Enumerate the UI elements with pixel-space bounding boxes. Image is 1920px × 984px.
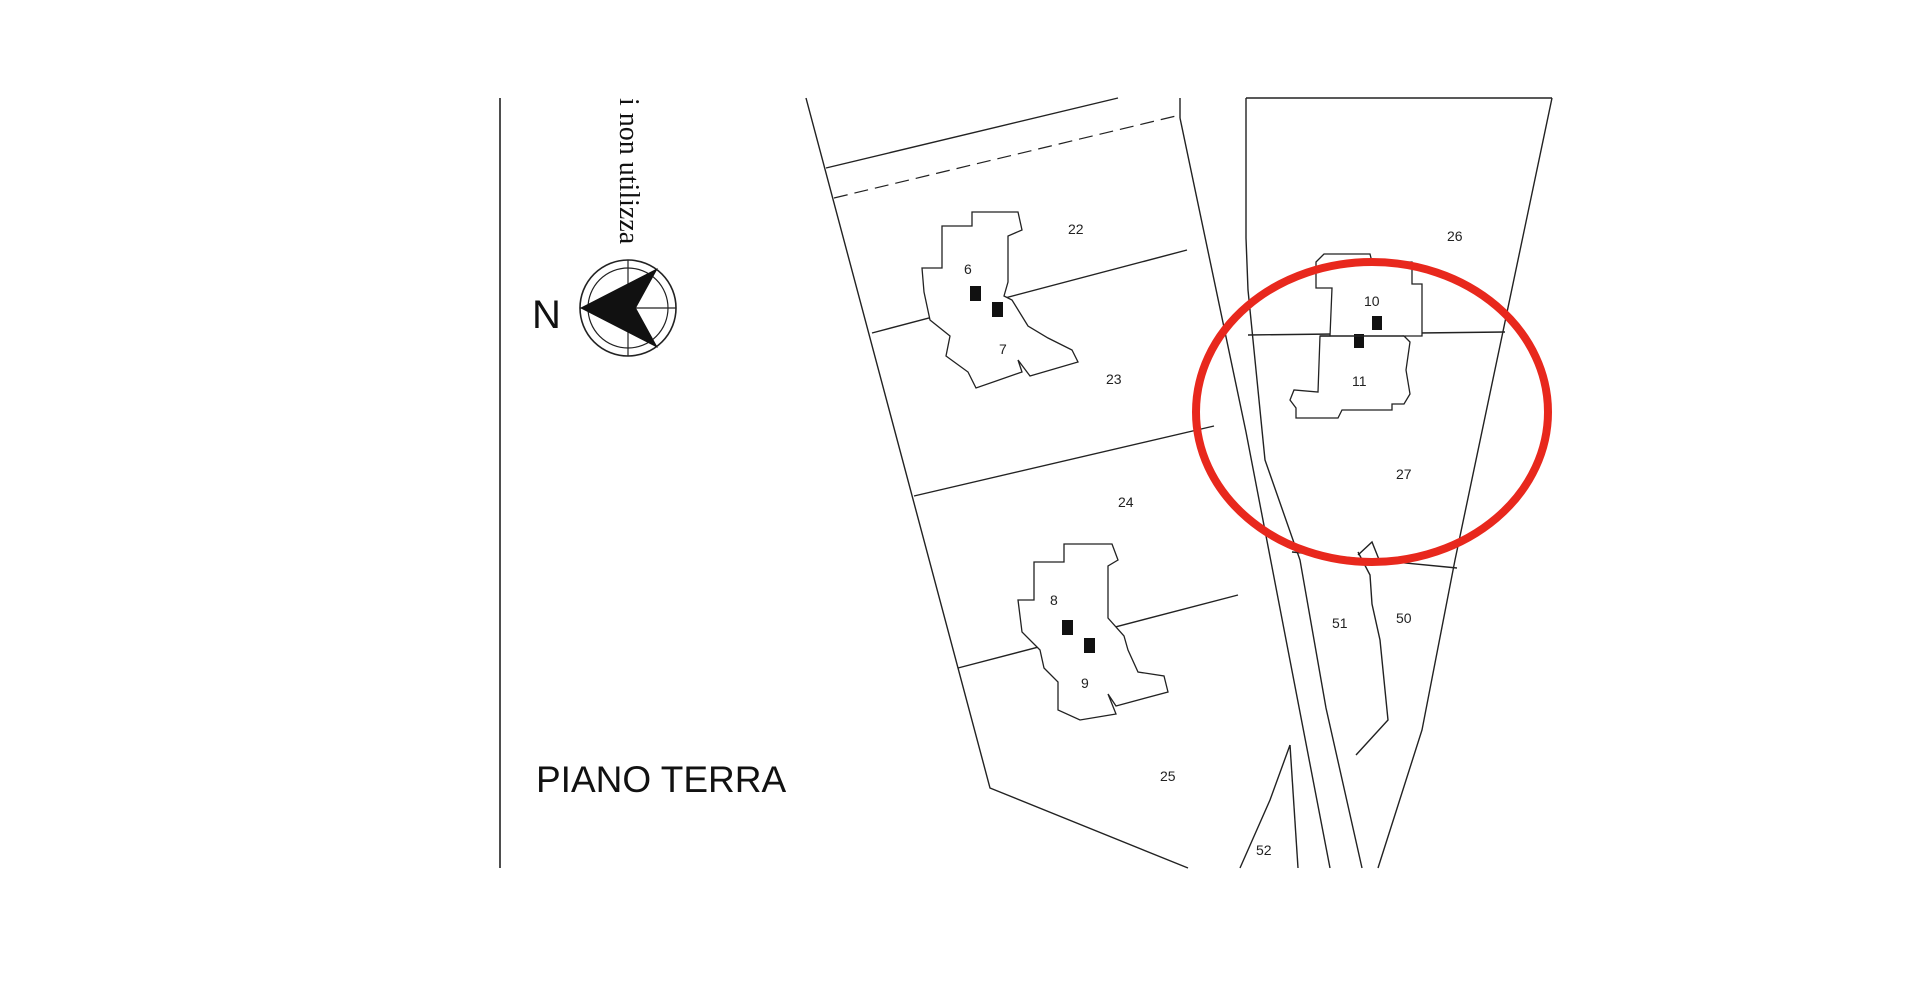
unit-label: 8 [1050,592,1058,608]
lot-label: 27 [1396,466,1412,482]
north-label: N [532,293,561,337]
lot-label: 25 [1160,768,1176,784]
unit-label: 9 [1081,675,1089,691]
floor-label: PIANO TERRA [536,759,786,800]
highlight-ellipse [1192,258,1552,566]
vertical-note: i non utilizza [613,98,644,245]
lot-label: 24 [1118,494,1134,510]
lot-label: 26 [1447,228,1463,244]
building-6-7 [921,211,1079,389]
unit-label: 7 [999,341,1007,357]
unit-label: 6 [964,261,972,277]
building-10-11 [1289,253,1423,419]
north-arrow-icon [579,259,677,357]
lot-label: 23 [1106,371,1122,387]
building-8-9 [1017,543,1169,721]
lot-label: 52 [1256,842,1272,858]
lot-label: 50 [1396,610,1412,626]
lot-label: 51 [1332,615,1348,631]
right-parcel-block [1239,97,1553,869]
unit-label: 11 [1352,373,1367,389]
lot-label: 22 [1068,221,1084,237]
unit-label: 10 [1364,293,1380,309]
left-parcel-block [805,97,1331,869]
